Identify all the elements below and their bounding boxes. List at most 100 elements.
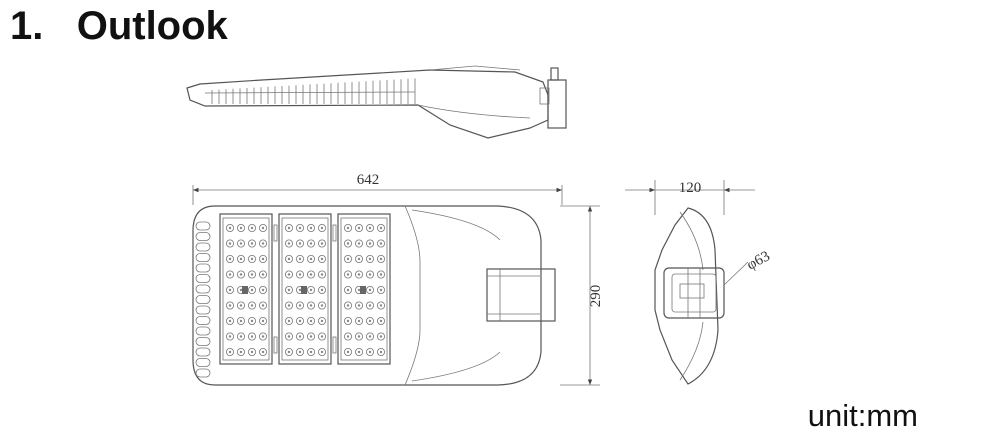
led-lens — [258, 254, 267, 263]
side-elevation-view — [186, 65, 567, 139]
led-lens — [295, 301, 304, 310]
length-dimension-label: 642 — [357, 172, 380, 188]
led-chip — [346, 257, 350, 261]
led-module-lens-panel — [340, 217, 388, 361]
led-lens — [317, 316, 326, 325]
led-lens — [365, 239, 374, 248]
led-chip — [379, 319, 383, 323]
edge-fin — [195, 305, 211, 315]
led-chip — [287, 319, 291, 323]
led-lens — [343, 239, 352, 248]
led-lens — [343, 316, 352, 325]
led-chip — [346, 319, 350, 323]
section-title: 1. Outlook — [10, 4, 228, 49]
led-lens — [236, 270, 245, 279]
led-lens — [236, 223, 245, 232]
led-module-frame — [278, 213, 332, 365]
led-driver-connector — [301, 286, 307, 294]
section-heading: Outlook — [76, 4, 228, 48]
led-lens — [343, 223, 352, 232]
led-chip — [346, 335, 350, 338]
led-lens — [236, 347, 245, 356]
led-chip — [287, 288, 291, 292]
led-lens — [343, 254, 352, 263]
led-lens — [247, 223, 256, 232]
led-lens — [258, 270, 267, 279]
led-chip — [228, 319, 232, 323]
led-chip — [298, 242, 302, 245]
led-lens — [354, 316, 363, 325]
led-lens — [354, 254, 363, 263]
led-chip — [239, 242, 243, 245]
led-chip — [346, 350, 350, 354]
led-chip — [368, 242, 372, 245]
led-driver-connector — [242, 286, 248, 294]
led-chip — [346, 288, 350, 292]
led-chip — [320, 257, 324, 261]
led-chip — [368, 273, 372, 276]
led-lens — [225, 223, 234, 232]
led-chip — [261, 335, 265, 338]
led-chip — [228, 257, 232, 261]
led-chip — [250, 273, 254, 276]
led-lens — [376, 254, 385, 263]
led-lens — [343, 270, 352, 279]
led-lens — [376, 301, 385, 310]
led-chip — [261, 288, 265, 292]
led-lens — [376, 270, 385, 279]
led-lens — [365, 301, 374, 310]
led-chip — [250, 226, 254, 230]
module-clip — [273, 336, 278, 354]
led-module-frame — [337, 213, 391, 365]
plan-housing-outline — [192, 205, 542, 386]
side-cooling-fins — [211, 78, 416, 104]
side-clamp-bolt — [550, 67, 559, 81]
led-chip — [368, 226, 372, 230]
led-chip — [298, 257, 302, 261]
plan-edge-fins — [195, 221, 211, 378]
led-module-frame — [219, 213, 273, 365]
led-lens — [258, 332, 267, 341]
edge-fin — [195, 368, 211, 378]
led-lens — [284, 301, 293, 310]
led-lens — [225, 239, 234, 248]
led-chip — [239, 335, 243, 338]
pole-diameter-label: φ63 — [744, 248, 772, 273]
led-chip — [368, 350, 372, 354]
edge-fin — [195, 326, 211, 336]
edge-fin — [195, 347, 211, 357]
led-lens — [258, 285, 267, 294]
led-lens — [343, 347, 352, 356]
edge-fin — [195, 274, 211, 283]
led-chip — [261, 319, 265, 323]
led-lens — [225, 285, 234, 294]
led-lens — [354, 301, 363, 310]
led-chip — [298, 319, 302, 323]
led-lens — [354, 332, 363, 341]
led-chip — [368, 335, 372, 338]
led-chip — [287, 304, 291, 307]
led-chip — [309, 304, 313, 307]
led-chip — [228, 335, 232, 338]
pole-mount-arm — [486, 268, 556, 322]
led-chip — [250, 288, 254, 292]
led-lens — [225, 347, 234, 356]
led-lens — [317, 347, 326, 356]
led-lens — [376, 285, 385, 294]
side-housing-outline — [186, 69, 549, 139]
led-chip — [357, 242, 361, 245]
led-chip — [357, 304, 361, 307]
led-chip — [228, 304, 232, 307]
led-chip — [320, 288, 324, 292]
led-chip — [228, 226, 232, 230]
led-lens — [247, 270, 256, 279]
led-chip — [357, 226, 361, 230]
led-lens — [247, 254, 256, 263]
led-chip — [287, 335, 291, 338]
led-chip — [261, 226, 265, 230]
led-chip — [309, 288, 313, 292]
led-lens — [258, 347, 267, 356]
led-chip — [379, 257, 383, 261]
